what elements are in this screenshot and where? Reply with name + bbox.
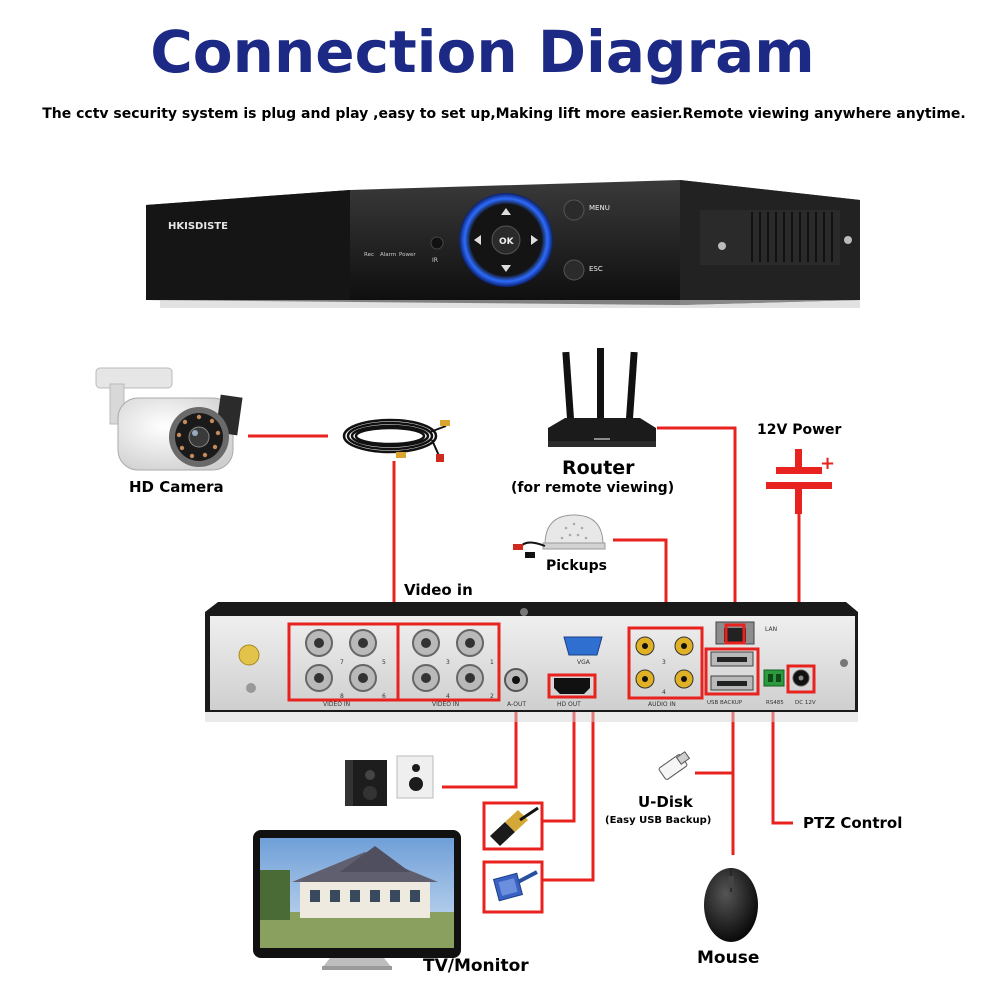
bnc-number: 4 [446,693,450,700]
u-disk-note-label: (Easy USB Backup) [605,815,712,826]
vent-slots [751,212,833,262]
dvr-front-unit: HKISDISTE IR Rec Alarm Power OK MENU ESC [146,180,860,308]
pickups-audio-line [613,538,668,626]
bnc-number: 2 [490,693,494,700]
screw-icon [520,608,528,616]
u-disk-label: U-Disk [638,793,693,811]
dc12v-label: DC 12V [795,700,816,706]
ir-sensor-icon [430,236,444,250]
pickups-microphone [513,514,606,558]
bnc-cable-coil [342,418,450,462]
dvr-brand-logo: HKISDISTE [168,221,228,232]
hd-out-label: HD OUT [557,701,581,708]
u-disk [658,751,691,780]
vga-port[interactable] [563,636,603,656]
video-in-highlight [287,622,501,702]
mouse [704,868,758,942]
arrow-left-icon [474,235,481,245]
bnc-number: 7 [340,659,344,666]
pickups-label: Pickups [546,558,607,574]
connection-lines [248,426,801,882]
arrow-up-icon [501,208,511,215]
ok-label: OK [499,237,515,247]
screw-icon [840,659,848,667]
vga-label: VGA [577,659,591,666]
plus-sign: + [820,453,835,474]
usb-label: USB BACKUP [707,700,743,706]
power-symbol: + [766,449,835,514]
bnc-number: 5 [382,659,386,666]
esc-label: ESC [589,265,603,273]
ground-screw-icon [246,683,256,693]
audio-in-ports[interactable] [635,636,694,689]
arrow-down-icon [501,265,511,272]
bnc-number: 8 [340,693,344,700]
esc-button[interactable] [563,259,585,281]
hdmi-port[interactable] [554,678,590,694]
audio-out-line [442,695,518,789]
router-label: Router [562,457,635,479]
arrow-right-icon [531,235,538,245]
bnc-number: 3 [446,659,450,666]
hdmi-cable [482,801,544,851]
screw-icon [718,242,726,250]
router [548,348,656,447]
bnc-ports-left[interactable] [305,629,377,692]
ok-button[interactable] [491,225,521,255]
tv-monitor [253,830,461,970]
audio-in-label: AUDIO IN [648,701,676,708]
vga-cable [482,860,544,914]
router-lan-line [657,426,737,622]
audio-number: 4 [662,689,666,696]
screw-icon [844,236,852,244]
a-out-label: A-OUT [507,701,526,708]
indicator-power: Power [399,252,416,258]
video-in-left-label: VIDEO IN [323,701,350,708]
power-label: 12V Power [757,422,842,438]
page-title: Connection Diagram [150,18,815,86]
bnc-number: 1 [490,659,494,666]
video-in-right-label: VIDEO IN [432,701,459,708]
rs485-label: RS485 [766,700,784,706]
ptz-control-label: PTZ Control [803,814,903,832]
vent-grille [700,210,840,265]
indicator-rec: Rec [364,252,374,258]
hd-camera-label: HD Camera [129,478,224,496]
menu-label: MENU [589,204,610,212]
lan-label: LAN [765,626,777,633]
menu-button[interactable] [563,199,585,221]
hd-camera [95,367,243,471]
video-in-label: Video in [404,581,473,599]
audio-in-highlight [627,626,704,700]
dvr-back-panel: 7 5 8 6 3 1 4 2 VIDEO IN VIDEO IN A-OUT … [205,602,858,722]
indicator-alarm: Alarm [380,252,396,258]
mouse-label: Mouse [697,948,760,968]
certification-sticker-icon [238,644,260,666]
vga-line [542,665,595,882]
hdmi-line [542,695,576,823]
page-subtitle: The cctv security system is plug and pla… [42,106,966,122]
speakers [345,755,434,806]
bnc-number: 6 [382,693,386,700]
ptz-line [771,692,793,825]
router-note-label: (for remote viewing) [511,480,675,496]
ir-label: IR [432,257,438,264]
audio-number: 3 [662,659,666,666]
bnc-ports-right[interactable] [412,629,484,692]
tv-monitor-label: TV/Monitor [423,956,529,976]
